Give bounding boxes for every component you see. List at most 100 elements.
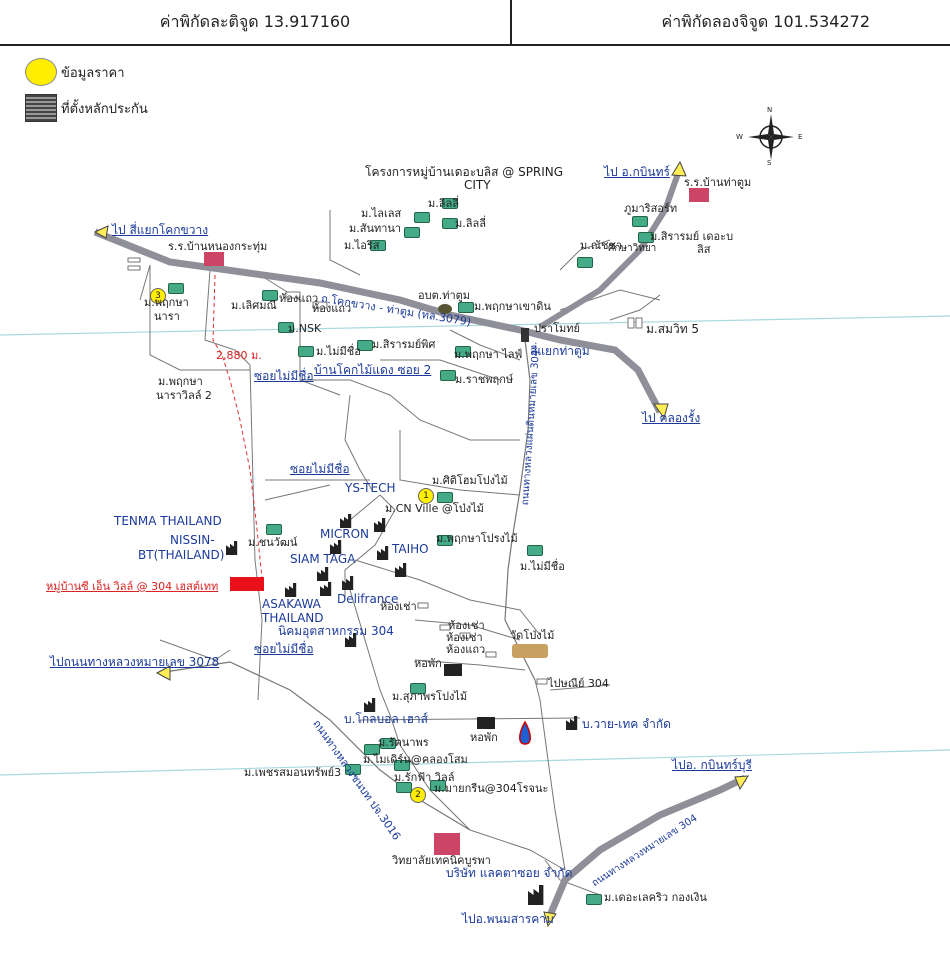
label-rattanaphon: ม.รัตนาพร: [378, 736, 429, 749]
label-spring-city-2: CITY: [464, 178, 491, 192]
compass-s: S: [767, 159, 772, 167]
village-icon: [430, 780, 446, 791]
legend-price-label: ข้อมูลราคา: [61, 65, 125, 81]
label-chonawan: ม.ชนวัฒน์: [248, 536, 298, 549]
latitude-label: ค่าพิกัดละติจูด 13.917160: [0, 0, 512, 44]
label-asakawa: ASAKAWA: [262, 597, 321, 611]
arrow-phanom-icon: [543, 911, 557, 928]
village-icon: [394, 760, 410, 771]
label-pramook: ปราโมทย์: [534, 322, 580, 335]
label-san-tiwa: ม.สันทานา: [349, 222, 402, 235]
map-legend: ข้อมูลราคา ที่ตั้งหลักประกัน: [25, 58, 148, 130]
village-icon: [298, 346, 314, 357]
village-icon: [586, 894, 602, 905]
grid-line-top: [0, 315, 950, 336]
village-icon: [577, 257, 593, 268]
price-point-2: 2: [410, 787, 426, 803]
traffic-light-icon: [521, 328, 529, 342]
label-to-kabinburi-top: ไป อ.กบินทร์: [604, 165, 670, 179]
label-delfrance: Delifrance: [337, 592, 399, 606]
label-hong-kaeo-3: ห้องแถว: [446, 643, 486, 656]
highway-304-bottom: [544, 774, 747, 922]
gas-station-icon: [519, 720, 531, 745]
label-lerlee-1: ม.ลิลลี่: [428, 197, 459, 210]
village-icon: [266, 524, 282, 535]
factory-icon: [395, 563, 407, 577]
label-sirarom-bliss: ม.สิรารมย์ เดอะบ: [650, 230, 734, 243]
label-global-house: บ.โกลบอล เฮาส์: [344, 712, 428, 726]
label-ban-khok-mai: บ้านโคกไม้แดง ซอย 2: [314, 363, 432, 377]
label-abt-tha-tum: อบต.ท่าตูม: [418, 289, 471, 302]
arrow-kabinburi-top-icon: [671, 160, 687, 177]
label-post-304: ไปษณีย์ 304: [548, 677, 609, 690]
label-the-lacri: ม.เดอะเลคริว กองเงิน: [604, 891, 707, 904]
village-icon: [455, 346, 471, 357]
village-icon: [410, 683, 426, 694]
hatched-square-icon: [25, 94, 57, 122]
label-pruksa-nara-ville-2: นาราวิลล์ 2: [156, 389, 212, 402]
village-icon: [527, 545, 543, 556]
label-mayrin: ม.มายกรีน@304โรจนะ: [434, 782, 549, 795]
label-soi-mai-mi-chue-3: ซอยไม่มีชื่อ: [254, 642, 314, 656]
arrow-khlong-icon: [653, 403, 669, 420]
factory-icon: [566, 716, 578, 730]
label-ys-tech: YS-TECH: [345, 481, 396, 495]
village-icon: [442, 198, 458, 209]
village-icon: [262, 290, 278, 301]
village-icon: [437, 492, 453, 503]
label-nissin: NISSIN-: [170, 533, 215, 547]
label-green-land: ม.ไมเดิร์น@คลองโสม: [363, 753, 468, 766]
village-icon: [364, 744, 380, 755]
distance-line: [212, 274, 263, 579]
village-icon: [632, 216, 648, 227]
label-to-yaek-khok: ไป สี่แยกโคกขวาง: [112, 223, 209, 237]
village-icon: [638, 232, 654, 243]
label-asakawa-2: THAILAND: [262, 611, 324, 625]
label-hong-kaeo-1: ห้องแถว: [279, 292, 319, 305]
label-lerlee-2: ม.ลิลลี่: [455, 217, 486, 230]
temple-icon: [512, 644, 548, 658]
factory-icon: [345, 633, 357, 647]
village-icon: [345, 764, 361, 775]
price-point-3: 3: [150, 288, 166, 304]
label-nikom: นิคมอุตสาหกรรม 304: [278, 624, 394, 638]
label-sirarom-pho: ม.สิรารมย์พิศ: [372, 338, 436, 351]
label-pruksa-pong: ม.พฤกษาโปรงไม้: [436, 532, 518, 545]
label-distance: 2,880 ม.: [216, 349, 262, 362]
label-vai-tech: บ.วาย-เทค จำกัด: [582, 717, 671, 731]
label-somwit: ม.สมวิท 5: [646, 322, 700, 336]
price-point-1: 1: [418, 488, 434, 504]
label-ratcha-pruek: ม.ราชพฤกษ์: [455, 373, 514, 386]
label-sirarom-bliss-2: ลิส: [697, 243, 711, 256]
compass-e: E: [798, 133, 803, 141]
label-nissin-2: BT(THAILAND): [138, 548, 225, 562]
factory-icon: [374, 518, 386, 532]
factory-icon: [342, 576, 354, 590]
label-mai-mi-chue-1: ม.ไม่มีชื่อ: [316, 345, 361, 358]
label-hong-kaeo-2: ห้องแถว: [312, 302, 352, 315]
label-sakawa-pong: ม.สุภาพรโปงไม้: [392, 690, 468, 703]
village-icon: [370, 240, 386, 251]
yellow-dot-icon: [25, 58, 57, 86]
village-icon: [437, 535, 453, 546]
arrow-yaek-khok-icon: [93, 225, 109, 239]
factory-icon: [340, 514, 352, 528]
label-to-kabinburi-bot: ไปอ. กบินทร์บุรี: [672, 758, 752, 772]
legend-price-info: ข้อมูลราคา: [25, 58, 148, 86]
factory-icon: [285, 583, 297, 597]
label-taiho: TAIHO: [392, 542, 429, 556]
label-to-khlong: ไป คลองรั้ง: [642, 411, 701, 425]
label-rakfa: ม.รักฟ้า วิลล์: [394, 771, 455, 784]
label-ban-tha-tum: ร.ร.บ้านท่าตูม: [684, 176, 752, 189]
compass-w: W: [736, 133, 743, 141]
village-icon: [357, 340, 373, 351]
admin-office-icon: [438, 304, 452, 314]
label-tai-sed: ม.ไลเลส: [361, 207, 402, 220]
label-tenma: TENMA THAILAND: [114, 514, 222, 528]
label-sirinthra: ศึกษาวิทยา: [608, 243, 657, 254]
label-hopak-1: หอพัก: [414, 657, 442, 670]
label-letter-co: บริษัท แลคตาซอย จำกัด: [446, 866, 573, 880]
coordinate-header: ค่าพิกัดละติจูด 13.917160 ค่าพิกัดลองจิจ…: [0, 0, 950, 46]
highway-3079: [93, 228, 664, 414]
